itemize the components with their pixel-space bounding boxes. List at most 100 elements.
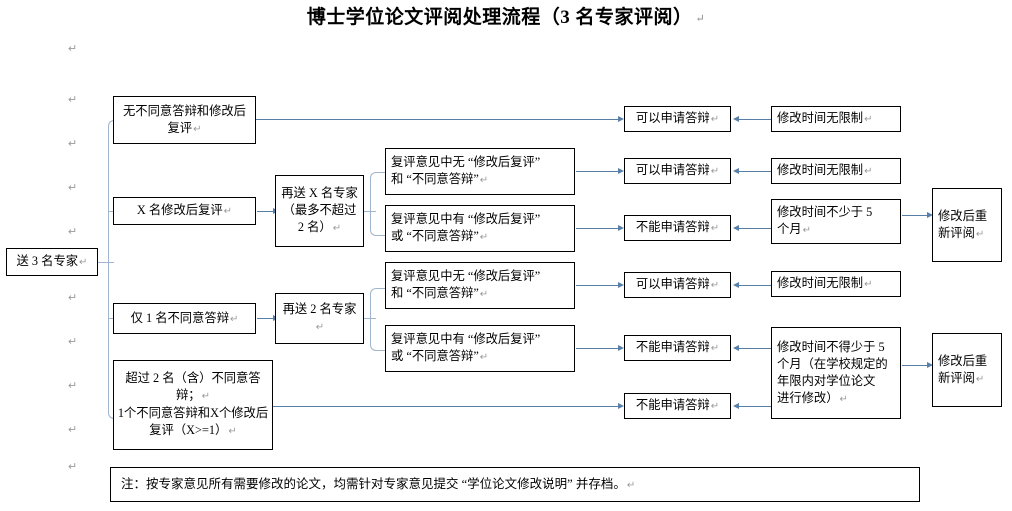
arrow-icon	[618, 115, 624, 122]
flow-box-label: 可以申请答辩	[635, 277, 710, 291]
arrow-icon	[618, 224, 624, 231]
pilcrow-mark: ↵	[68, 182, 78, 194]
flow-box-label: 修改时间无限制	[777, 111, 864, 125]
flow-box-label-line1: 复评意见中无 “修改后复评”	[391, 155, 541, 169]
flow-box-decision-4[interactable]: 可以申请答辩↵	[624, 272, 731, 298]
flow-box-resend-2[interactable]: 再送 2 名专家↵	[275, 293, 364, 344]
flow-box-label: 不能申请答辩	[635, 340, 710, 354]
flow-box-label-line1: 超过 2 名（含）不同意答辩；	[125, 371, 261, 402]
pilcrow-mark: ↵	[68, 226, 78, 238]
flow-box-label: 可以申请答辩	[635, 163, 710, 177]
page-title-text: 博士学位论文评阅处理流程（3 名专家评阅）	[306, 7, 693, 28]
connector-line	[739, 119, 771, 120]
arrow-icon	[927, 361, 933, 368]
connector-line	[257, 318, 275, 319]
branch-elbow	[370, 172, 386, 212]
flow-box-label: 无不同意答辩和修改后复评	[123, 103, 246, 135]
flow-box-label: 送 3 名专家	[16, 254, 79, 268]
flow-box-time-5[interactable]: 修改时间不得少于 5 个月（在学校规定的 年限内对学位论文 进行修改）↵	[771, 327, 901, 419]
arrow-icon	[618, 344, 624, 351]
flow-box-decision-2[interactable]: 可以申请答辩↵	[624, 158, 731, 184]
flow-box-label-line2: 或 “不同意答辩”	[391, 349, 479, 363]
flow-box-label: 修改时间无限制	[777, 276, 864, 290]
connector-line	[576, 171, 620, 172]
flow-box-outcome-one-objection[interactable]: 仅 1 名不同意答辩↵	[113, 303, 256, 334]
flow-box-outcome-x-revise[interactable]: X 名修改后复评↵	[113, 197, 256, 225]
flow-box-label-line1: 复评意见中无 “修改后复评”	[391, 269, 541, 283]
arrow-icon	[733, 344, 739, 351]
flow-box-time-2[interactable]: 修改时间无限制↵	[771, 158, 901, 184]
connector-line	[576, 228, 620, 229]
flow-box-label-line1: 修改时间不少于 5	[777, 205, 873, 219]
flow-box-cond-3[interactable]: 复评意见中无 “修改后复评” 和 “不同意答辩”↵	[385, 262, 575, 309]
flow-box-start[interactable]: 送 3 名专家↵	[6, 248, 98, 276]
connector-line	[739, 285, 771, 286]
flow-box-label: 仅 1 名不同意答辩	[130, 310, 229, 325]
flow-box-label: 不能申请答辩	[635, 220, 710, 234]
flow-box-label-line1: 修改后重	[938, 353, 988, 368]
flow-box-label-line1: 复评意见中有 “修改后复评”	[391, 212, 541, 226]
pilcrow-mark: ↵	[68, 336, 78, 348]
flow-box-outcome-no-objection[interactable]: 无不同意答辩和修改后复评↵	[113, 96, 256, 144]
flow-box-cond-1[interactable]: 复评意见中无 “修改后复评” 和 “不同意答辩”↵	[385, 148, 575, 195]
flow-box-resend-x[interactable]: 再送 X 名专家（最多不超过 2 名）↵	[275, 175, 364, 247]
flow-box-time-4[interactable]: 修改时间无限制↵	[771, 271, 901, 297]
connector-line	[739, 171, 771, 172]
connector-line	[272, 406, 620, 407]
flow-box-cond-4[interactable]: 复评意见中有 “修改后复评” 或 “不同意答辩”↵	[385, 325, 575, 372]
arrow-icon	[733, 281, 739, 288]
flow-box-label: 不能申请答辩	[635, 398, 710, 412]
flow-box-label-line2: 个月（在学校规定的	[777, 356, 888, 371]
flow-box-label-line1: 复评意见中有 “修改后复评”	[391, 332, 541, 346]
flow-box-rereview-1[interactable]: 修改后重 新评阅↵	[932, 188, 1002, 262]
connector-line	[739, 406, 771, 407]
flow-box-rereview-2[interactable]: 修改后重 新评阅↵	[932, 333, 1002, 407]
flow-box-label-line3: 年限内对学位论文	[777, 373, 876, 388]
arrow-icon	[618, 281, 624, 288]
branch-elbow	[370, 317, 386, 351]
arrow-icon	[618, 167, 624, 174]
arrow-icon	[733, 402, 739, 409]
footer-note: 注：按专家意见所有需要修改的论文，均需针对专家意见提交 “学位论文修改说明” 并…	[110, 467, 920, 502]
flow-box-label: 再送 2 名专家	[282, 302, 357, 316]
flow-box-label: 再送 X 名专家（最多不超过 2 名）	[281, 186, 358, 234]
pilcrow-mark: ↵	[68, 138, 78, 150]
branch-elbow	[370, 288, 386, 319]
flow-box-label-line2: 或 “不同意答辩”	[391, 229, 479, 243]
connector-line	[256, 119, 620, 120]
pilcrow-mark: ↵	[68, 461, 78, 473]
arrow-icon	[618, 402, 624, 409]
branch-elbow	[370, 210, 386, 236]
connector-line	[98, 262, 114, 263]
pilcrow-mark: ↵	[68, 94, 78, 106]
pilcrow-mark: ↵	[68, 292, 78, 304]
flow-box-label: 可以申请答辩	[635, 111, 710, 125]
connector-line	[902, 365, 929, 366]
connector-line	[902, 215, 929, 216]
flow-box-time-3[interactable]: 修改时间不少于 5 个月↵	[771, 199, 901, 244]
flow-box-label-line2: 新评阅	[938, 370, 975, 385]
footer-note-text: 注：按专家意见所有需要修改的论文，均需针对专家意见提交 “学位论文修改说明” 并…	[121, 476, 626, 491]
pilcrow-mark: ↵	[68, 380, 78, 392]
flow-box-decision-1[interactable]: 可以申请答辩↵	[624, 106, 731, 132]
flow-box-label-line4: 进行修改）	[777, 390, 839, 405]
pilcrow-mark: ↵	[68, 424, 78, 436]
pilcrow-mark: ↵	[695, 13, 706, 26]
arrow-icon	[927, 211, 933, 218]
flow-box-decision-5[interactable]: 不能申请答辩↵	[624, 335, 731, 361]
connector-line	[576, 348, 620, 349]
flow-box-label: X 名修改后复评	[136, 203, 223, 217]
connector-line	[739, 348, 771, 349]
arrow-icon	[733, 167, 739, 174]
flow-box-label-line1: 修改时间不得少于 5	[777, 339, 885, 354]
flow-box-cond-2[interactable]: 复评意见中有 “修改后复评” 或 “不同意答辩”↵	[385, 205, 575, 252]
pilcrow-mark: ↵	[68, 43, 78, 55]
flow-box-label-line2: 新评阅	[938, 225, 975, 240]
flow-box-decision-6[interactable]: 不能申请答辩↵	[624, 393, 731, 419]
flow-box-outcome-two-or-more[interactable]: 超过 2 名（含）不同意答辩；↵ 1个不同意答辩和X个修改后复评（X>=1）↵	[113, 360, 273, 450]
flow-box-label: 修改时间无限制	[777, 163, 864, 177]
flow-box-decision-3[interactable]: 不能申请答辩↵	[624, 215, 731, 241]
flow-box-time-1[interactable]: 修改时间无限制↵	[771, 106, 901, 132]
connector-line	[576, 285, 620, 286]
